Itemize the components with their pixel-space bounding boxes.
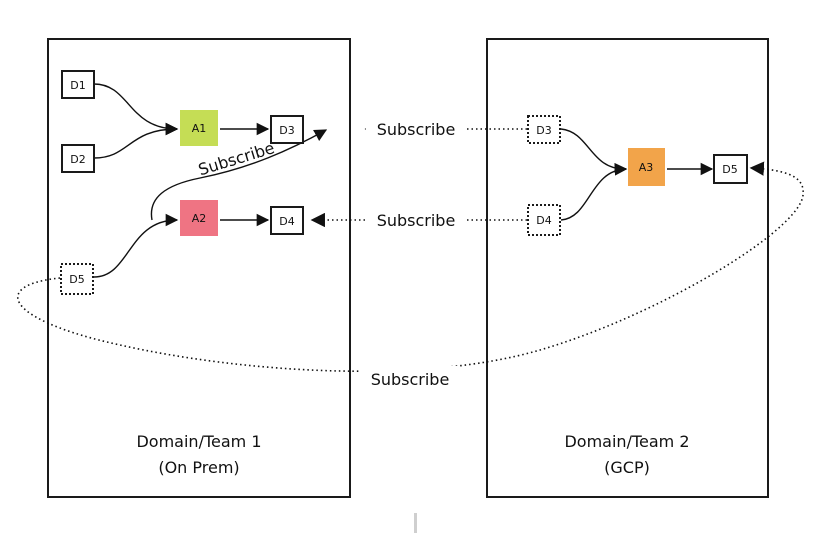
node-remote-d5: D5 xyxy=(713,154,748,184)
node-remote-d4-label: D4 xyxy=(536,214,551,227)
edge-subscribe-bottom xyxy=(17,161,804,373)
node-d3-label: D3 xyxy=(279,124,294,137)
domain-1-sub: (On Prem) xyxy=(158,458,239,477)
node-a1: A1 xyxy=(180,110,218,146)
node-a1-label: A1 xyxy=(192,122,207,135)
edge-subscribe-curve xyxy=(150,129,328,221)
subscribe-label-d4: Subscribe xyxy=(377,211,456,230)
node-d2: D2 xyxy=(61,144,95,173)
node-a2-label: A2 xyxy=(192,212,207,225)
edge-d2-a1 xyxy=(93,122,179,159)
scroll-tick xyxy=(414,513,417,533)
edge-d1-a1 xyxy=(93,83,179,136)
node-d2-label: D2 xyxy=(70,153,85,166)
node-remote-d5-label: D5 xyxy=(722,163,737,176)
node-a3: A3 xyxy=(628,148,665,186)
node-d5: D5 xyxy=(60,263,94,295)
node-remote-d3-label: D3 xyxy=(536,124,551,137)
edge-d5-a2 xyxy=(93,213,179,278)
node-d1-label: D1 xyxy=(70,79,85,92)
node-d5-label: D5 xyxy=(69,273,84,286)
node-d3: D3 xyxy=(270,115,304,144)
domain-2-name: Domain/Team 2 xyxy=(564,432,689,451)
subscribe-label-d3: Subscribe xyxy=(377,120,456,139)
subscribe-label-bottom: Subscribe xyxy=(371,370,450,389)
domain-box-2 xyxy=(486,38,769,498)
edge-rd4-a3 xyxy=(560,163,628,221)
domain-box-1 xyxy=(47,38,351,498)
node-a3-label: A3 xyxy=(639,161,654,174)
node-d1: D1 xyxy=(61,70,95,99)
node-remote-d4: D4 xyxy=(527,204,561,236)
node-a2: A2 xyxy=(180,200,218,236)
edge-rd3-a3 xyxy=(560,128,628,176)
domain-1-name: Domain/Team 1 xyxy=(136,432,261,451)
domain-2-sub: (GCP) xyxy=(604,458,650,477)
node-remote-d3: D3 xyxy=(527,115,561,144)
node-d4-label: D4 xyxy=(279,215,294,228)
node-d4: D4 xyxy=(270,206,304,235)
